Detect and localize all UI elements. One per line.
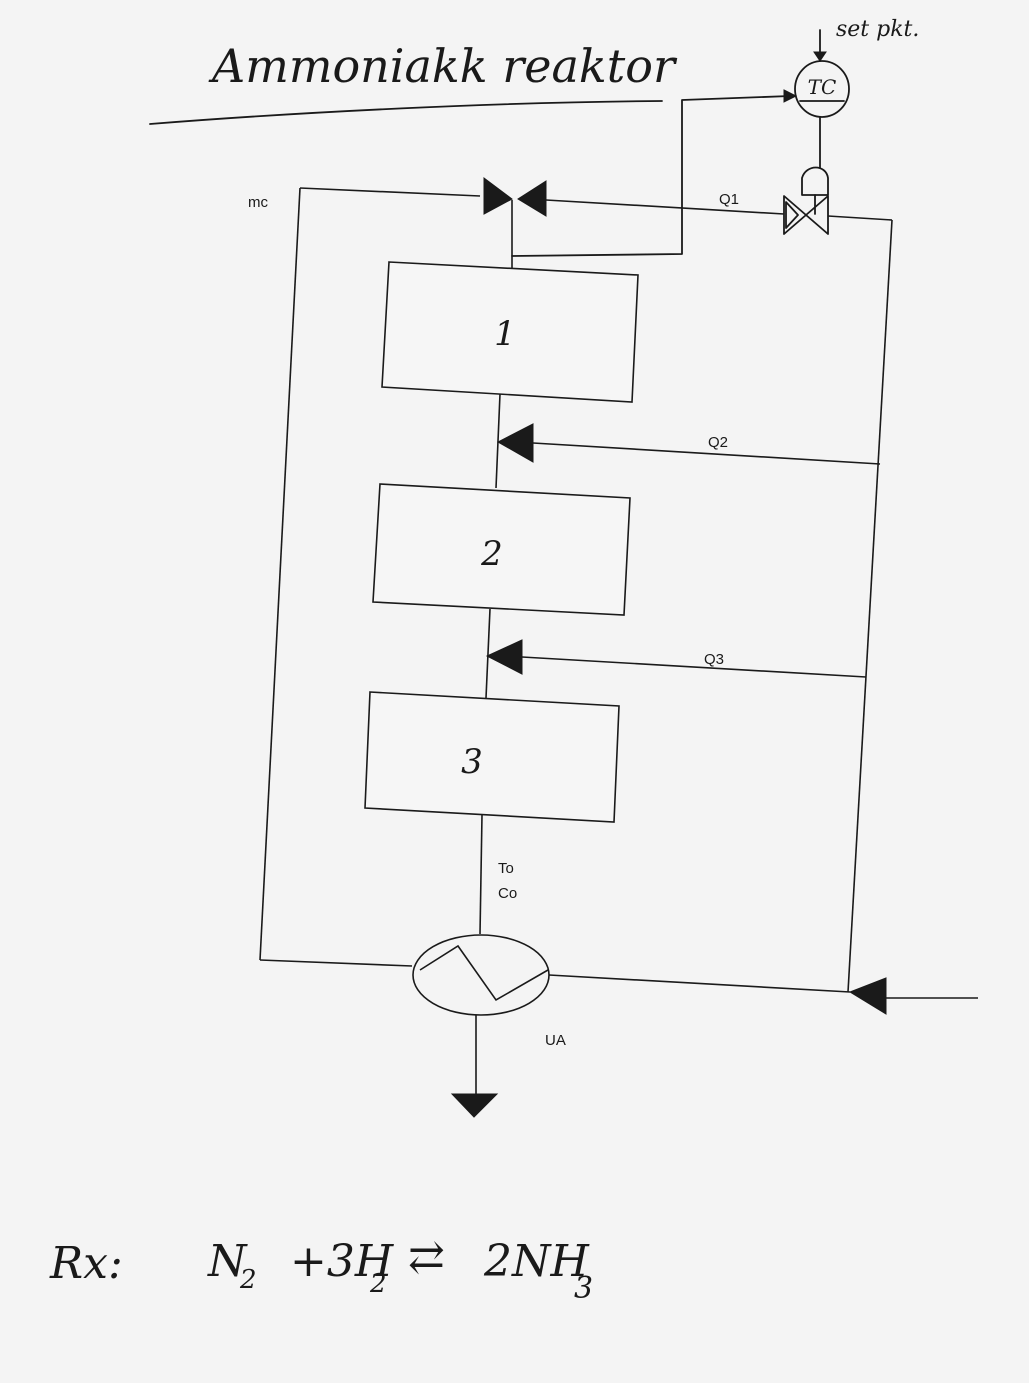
setpoint-arrow-icon xyxy=(813,51,827,62)
right-quench-header xyxy=(847,219,893,993)
diagram-title: Ammoniakk reaktor xyxy=(208,39,678,93)
control-valve-q1-icon xyxy=(783,195,829,235)
reaction-prefix: Rx: xyxy=(49,1238,123,1289)
feed-inlet-arrow-icon xyxy=(848,977,887,1015)
top-valve-right-icon xyxy=(517,180,547,217)
reaction-h-subscript: 2 xyxy=(369,1269,387,1299)
label-q1: Q1 xyxy=(719,191,739,208)
product-outlet-arrow-icon xyxy=(450,1093,499,1118)
reaction-hydrogen: +3H xyxy=(290,1236,395,1287)
bed-1-label: 1 xyxy=(494,314,516,354)
top-valve-left-icon xyxy=(483,177,513,215)
temperature-controller-circle xyxy=(794,60,850,118)
bed-3-label: 3 xyxy=(461,742,483,782)
signal-arrow-icon xyxy=(783,89,798,103)
q1-line-right xyxy=(827,215,893,221)
bed3-outlet-line xyxy=(479,814,483,935)
label-q2: Q2 xyxy=(708,434,728,451)
bottom-left-line xyxy=(259,959,413,967)
measurement-signal-line xyxy=(511,95,791,257)
reaction-product-subscript: 3 xyxy=(574,1271,593,1306)
label-to: To xyxy=(498,860,514,877)
bed2-to-bed3-line xyxy=(485,608,491,699)
feed-bottom-line xyxy=(548,974,851,993)
heat-exchanger-coil-icon xyxy=(419,944,549,1002)
reaction-product: 2NH xyxy=(483,1236,590,1287)
top-left-line xyxy=(299,187,481,197)
reaction-n-subscript: 2 xyxy=(239,1265,257,1295)
label-co: Co xyxy=(498,885,517,902)
q1-line-left xyxy=(545,199,785,215)
heat-exchanger xyxy=(412,934,550,1016)
catalyst-bed-2 xyxy=(372,483,631,616)
reaction-equilibrium-arrows: ⇄ xyxy=(408,1232,445,1283)
left-bypass-line xyxy=(259,187,301,961)
bed1-to-bed2-line xyxy=(495,393,501,489)
setpoint-label: set pkt. xyxy=(836,17,919,42)
q3-injection-arrow-icon xyxy=(485,639,523,675)
controller-label: TC xyxy=(808,75,837,99)
q3-line xyxy=(521,656,867,678)
catalyst-bed-1 xyxy=(381,261,639,403)
q2-line xyxy=(532,442,881,465)
catalyst-bed-3 xyxy=(364,691,620,823)
valve-actuator-icon xyxy=(801,166,829,196)
q2-injection-arrow-icon xyxy=(496,423,534,463)
label-q3: Q3 xyxy=(704,651,724,668)
title-underline xyxy=(149,100,663,125)
label-ua: UA xyxy=(545,1032,566,1049)
reaction-n: N xyxy=(207,1236,248,1287)
label-mc: mc xyxy=(248,194,268,211)
control-valve-shade-icon xyxy=(785,201,799,229)
bed-2-label: 2 xyxy=(480,534,503,574)
